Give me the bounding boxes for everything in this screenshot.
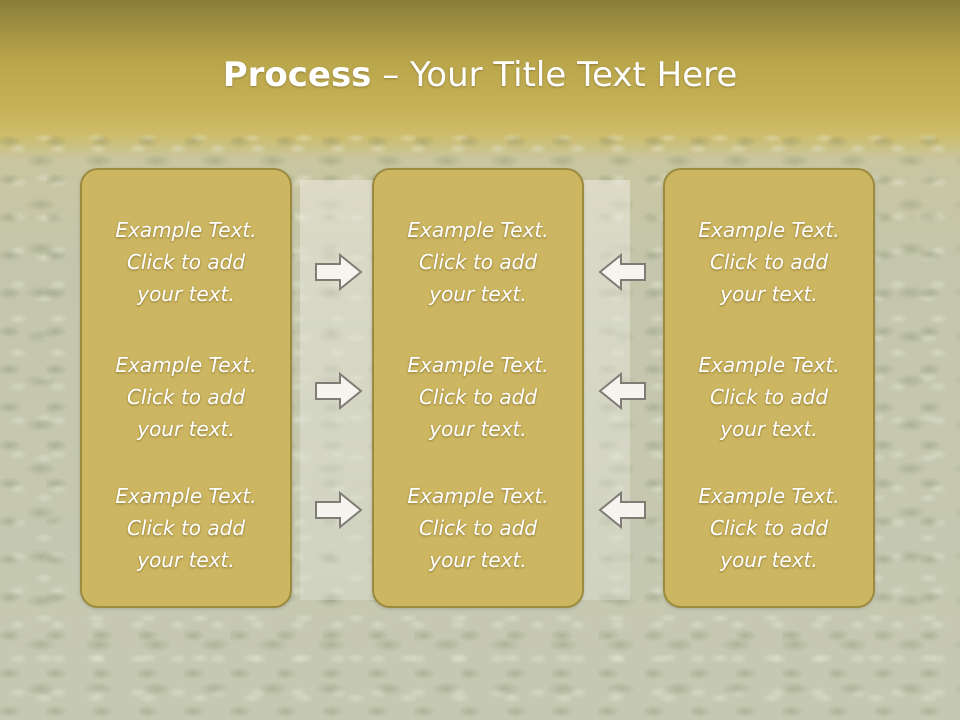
center-text-panel[interactable]: Example Text. Click to add your text. Ex… — [372, 168, 584, 608]
center-panel-text-3[interactable]: Example Text. Click to add your text. — [407, 484, 549, 572]
slide-title[interactable]: Process – Your Title Text Here — [0, 52, 960, 98]
left-arrow-icon[interactable] — [597, 252, 647, 292]
left-panel-text-2[interactable]: Example Text. Click to add your text. — [115, 353, 257, 441]
right-arrow-icon[interactable] — [314, 252, 364, 292]
title-bold-part: Process — [222, 55, 372, 95]
left-panel-text-1[interactable]: Example Text. Click to add your text. — [115, 218, 257, 306]
left-panel-text-3[interactable]: Example Text. Click to add your text. — [115, 484, 257, 572]
right-arrow-icon[interactable] — [314, 490, 364, 530]
center-panel-text-2[interactable]: Example Text. Click to add your text. — [407, 353, 549, 441]
right-arrow-icon[interactable] — [314, 371, 364, 411]
left-text-panel[interactable]: Example Text. Click to add your text. Ex… — [80, 168, 292, 608]
right-panel-text-3[interactable]: Example Text. Click to add your text. — [698, 484, 840, 572]
right-text-panel[interactable]: Example Text. Click to add your text. Ex… — [663, 168, 875, 608]
right-panel-text-1[interactable]: Example Text. Click to add your text. — [698, 218, 840, 306]
right-panel-text-2[interactable]: Example Text. Click to add your text. — [698, 353, 840, 441]
center-panel-text-1[interactable]: Example Text. Click to add your text. — [407, 218, 549, 306]
title-rest-part: – Your Title Text Here — [371, 55, 738, 95]
left-arrow-icon[interactable] — [597, 371, 647, 411]
left-arrow-icon[interactable] — [597, 490, 647, 530]
